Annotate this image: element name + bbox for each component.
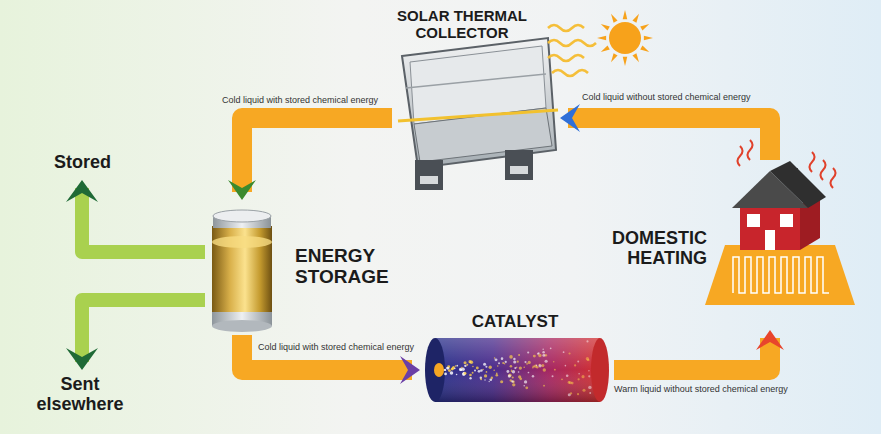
solar-collector-drawing	[398, 38, 558, 190]
flow-label: Warm liquid without stored chemical ener…	[614, 384, 788, 394]
node-label: Sent elsewhere	[25, 374, 135, 414]
node-label: DOMESTIC HEATING	[595, 228, 707, 268]
flow-label: Cold liquid with stored chemical energy	[258, 342, 414, 352]
flow-arrow	[242, 335, 412, 370]
sun-waves	[548, 25, 596, 76]
output-arrow	[82, 188, 205, 252]
collector-node: SOLAR THERMAL COLLECTOR	[392, 4, 560, 195]
flow-label: Cold liquid without stored chemical ener…	[582, 92, 751, 102]
heat-waves	[738, 140, 836, 188]
catalyst-node: CATALYST	[420, 312, 614, 405]
house-drawing	[705, 161, 855, 305]
node-label: Stored	[40, 152, 125, 172]
node-label: CATALYST	[420, 312, 610, 331]
heating-node: DOMESTIC HEATING	[595, 160, 860, 330]
output-node: Sent elsewhere	[25, 370, 139, 426]
output-arrow	[82, 300, 205, 362]
flow-arrow	[614, 338, 770, 370]
flow-arrow	[568, 118, 770, 160]
catalyst-tube-drawing	[425, 338, 609, 402]
flow-arrow	[242, 118, 392, 192]
storage-tank-drawing	[212, 210, 272, 332]
output-node: Stored	[40, 148, 129, 180]
node-label: ENERGY STORAGE	[295, 245, 395, 288]
flow-label: Cold liquid with stored chemical energy	[222, 95, 378, 105]
sun-icon	[597, 10, 653, 66]
node-label: SOLAR THERMAL COLLECTOR	[392, 8, 532, 42]
storage-node: ENERGY STORAGE	[205, 200, 399, 335]
